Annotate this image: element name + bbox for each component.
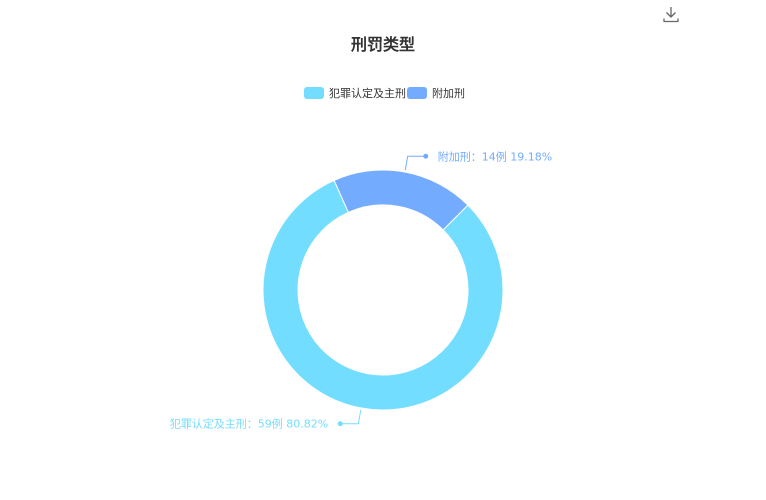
chart-title: 刑罚类型: [351, 35, 415, 54]
legend: 犯罪认定及主刑 附加刑: [304, 86, 465, 100]
legend-swatch-1[interactable]: [304, 87, 324, 99]
pie-labels: 犯罪认定及主刑：59例 80.82% 附加刑：14例 19.18%: [170, 149, 552, 430]
pie-slice-2[interactable]: [333, 169, 469, 231]
download-icon: [663, 7, 679, 23]
pie-slice-1[interactable]: [262, 179, 504, 411]
download-button[interactable]: [660, 3, 682, 25]
legend-label-2[interactable]: 附加刑: [432, 86, 465, 100]
legend-swatch-2[interactable]: [407, 87, 427, 99]
pie-leader-dot-1: [337, 421, 343, 427]
pie-leader-line-1: [340, 409, 362, 425]
pie-leader-line-2: [404, 155, 426, 171]
pie-slices: [262, 169, 504, 411]
legend-label-1[interactable]: 犯罪认定及主刑: [329, 86, 406, 100]
pie-slice-label-2: 附加刑：14例 19.18%: [438, 149, 552, 163]
pie-slice-label-1: 犯罪认定及主刑：59例 80.82%: [170, 417, 328, 431]
pie-leader-dot-2: [423, 153, 429, 159]
